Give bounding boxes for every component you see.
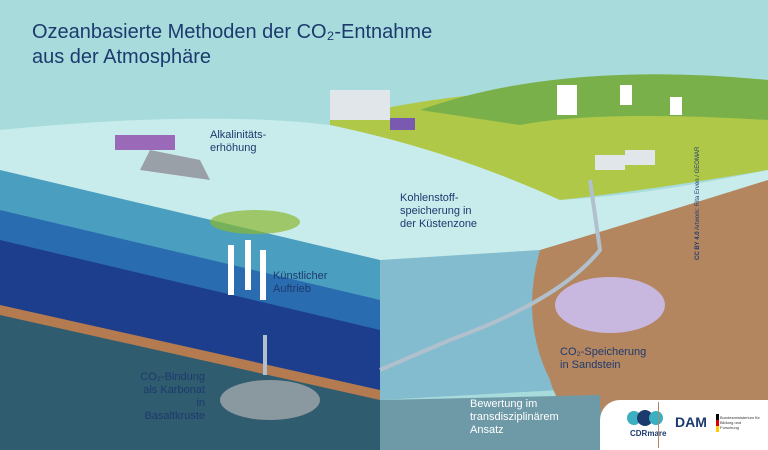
artist-credit: Artwork: Rita Erven / GEOMAR xyxy=(695,146,701,231)
sea-surface xyxy=(0,118,768,260)
sandstone-storage xyxy=(555,277,665,333)
label-alkalinity: Alkalinitäts- erhöhung xyxy=(210,129,267,154)
storage-buildings xyxy=(595,150,655,170)
logo-bar xyxy=(600,400,768,450)
credit: CC BY 4.0 Artwork: Rita Erven / GEOMAR xyxy=(695,147,701,260)
ship xyxy=(115,135,175,150)
basalt-rocks xyxy=(220,380,320,420)
dam-logo: DAM xyxy=(675,414,707,430)
bmbf-logo: Bundesministerium für Bildung und Forsch… xyxy=(720,415,760,430)
algae-bloom xyxy=(210,210,300,234)
page-title: Ozeanbasierte Methoden der CO₂-Entnahme … xyxy=(32,21,433,68)
label-basalt: CO₂-Bindung als Karbonat in Basaltkruste xyxy=(140,371,205,422)
cdrmare-logo: CDRmare xyxy=(630,429,667,438)
label-upwelling: Künstlicher Auftrieb xyxy=(273,270,328,295)
truck xyxy=(390,118,415,130)
solar-panels xyxy=(557,85,682,115)
label-coastal: Kohlenstoff- speicherung in der Küstenzo… xyxy=(400,192,478,230)
upwelling-pipes xyxy=(228,240,266,300)
factory xyxy=(330,90,390,120)
cdrmare-wave-icon xyxy=(627,410,663,426)
german-flag-icon xyxy=(716,414,719,432)
label-sandstone: CO₂-Speicherung in Sandstein xyxy=(560,346,647,371)
label-assessment: Bewertung im transdisziplinärem Ansatz xyxy=(470,398,559,436)
logo-divider xyxy=(658,402,659,448)
license: CC BY 4.0 xyxy=(695,231,701,260)
